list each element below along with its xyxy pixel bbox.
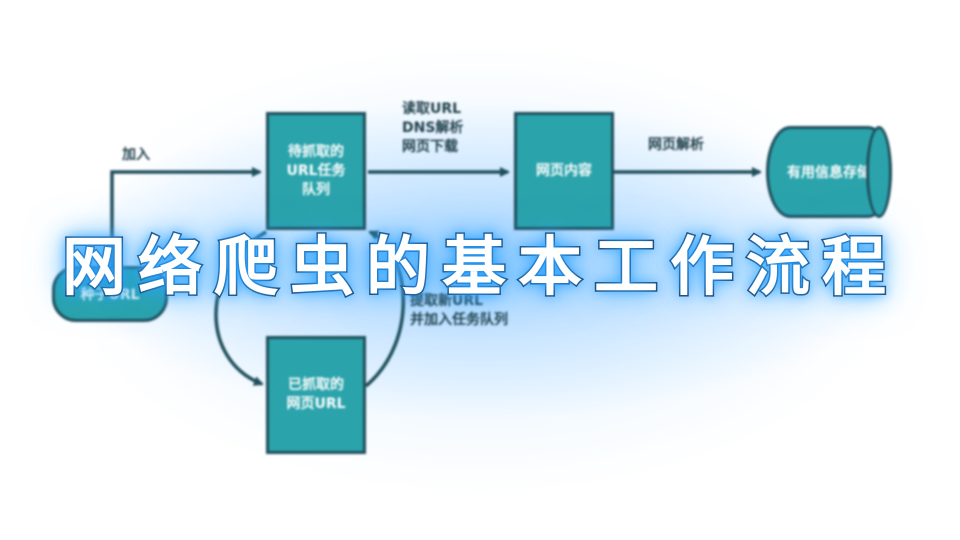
node-storage-label: 有用信息存储: [787, 165, 871, 181]
node-seed-url-label: 种子URL: [80, 287, 140, 303]
edge-extract: [364, 230, 405, 388]
edge-parse-label: 网页解析: [648, 137, 704, 153]
node-seed-url: 种子URL: [52, 266, 168, 322]
edge-extract-label: 提取新URL 并加入任务队列: [410, 293, 508, 328]
edge-move-to-crawled: [214, 230, 267, 386]
edge-fetch-label: 读取URL DNS解析 网页下载: [402, 101, 464, 155]
page-title: 网络爬虫的基本工作流程: [61, 230, 898, 307]
node-crawled-urls: 已抓取的 网页URL: [266, 336, 366, 454]
node-page-content: 网页内容: [514, 112, 614, 230]
node-url-queue: 待抓取的 URL任务 队列: [266, 112, 366, 230]
edge-add: [110, 167, 262, 268]
node-crawled-urls-label: 已抓取的 网页URL: [286, 377, 346, 412]
node-page-content-label: 网页内容: [536, 162, 592, 179]
edge-add-label: 加入: [122, 147, 150, 163]
node-url-queue-label: 待抓取的 URL任务 队列: [286, 143, 346, 198]
node-storage-end: [866, 126, 892, 218]
